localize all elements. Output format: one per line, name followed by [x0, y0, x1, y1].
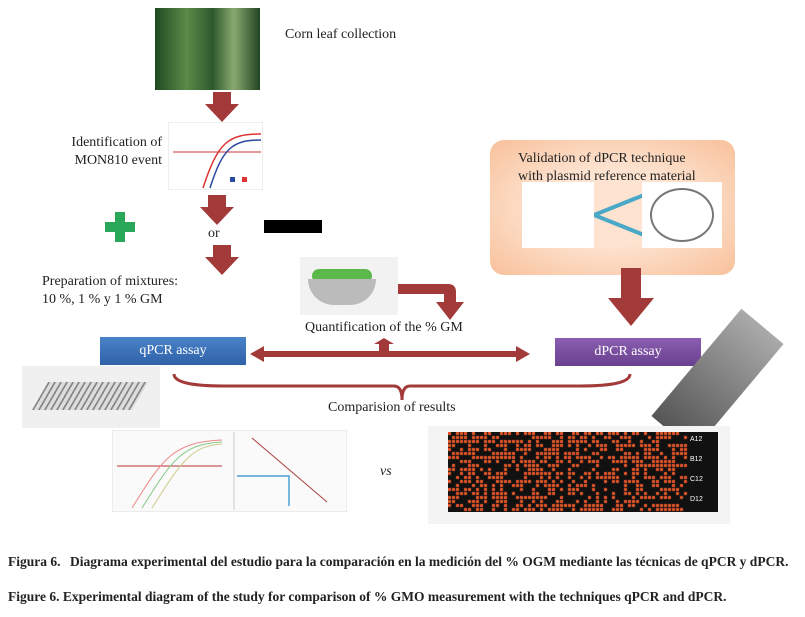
heatmap-label: C12 [690, 476, 703, 483]
caption-es: Figura 6. Diagrama experimental del estud… [8, 553, 798, 570]
identification-label: Identification of MON810 event [71, 135, 162, 168]
corn-leaf-photo [155, 8, 260, 90]
qpcr-amplification-plot [168, 122, 263, 190]
plasmid-image [642, 182, 722, 248]
caption-en-text: Experimental diagram of the study for co… [62, 589, 727, 604]
validation-line1: Validation of dPCR technique [518, 151, 686, 166]
collection-label: Corn leaf collection [285, 27, 397, 42]
arrow-down-icon [608, 268, 654, 326]
validation-line2: with plasmid reference material [518, 169, 696, 184]
heatmap-canvas [448, 432, 718, 512]
mortar-image [300, 257, 398, 315]
caption-es-label: Figura 6. [8, 554, 61, 569]
vs-label: vs [380, 464, 392, 479]
or-label: or [208, 226, 220, 241]
heatmap-label: D12 [690, 496, 703, 503]
arrow-down-icon [200, 195, 234, 225]
double-arrow-icon [250, 338, 530, 362]
qpcr-plate-image [22, 366, 160, 428]
arrow-down-icon [205, 92, 239, 122]
plus-icon [105, 212, 135, 242]
curved-arrow-icon [398, 284, 464, 320]
dpcr-assay-box: dPCR assay [555, 338, 701, 366]
quantification-label: Quantification of the % GM [305, 320, 463, 335]
validation-panel: Validation of dPCR technique with plasmi… [490, 140, 735, 275]
caption-en: Figure 6. Experimental diagram of the st… [8, 588, 726, 605]
comparison-label: Comparision of results [328, 400, 456, 415]
qpcr-results-plot [112, 430, 347, 512]
dpcr-heatmap: A12 B12 C12 D12 [428, 426, 730, 524]
preparation-line1: Preparation of mixtures: [42, 274, 179, 289]
brace-icon [172, 373, 632, 401]
qpcr-assay-box: qPCR assay [100, 337, 246, 365]
heatmap-label: B12 [690, 456, 703, 463]
preparation-line2: 10 %, 1 % y 1 % GM [42, 292, 163, 307]
heatmap-label: A12 [690, 436, 703, 443]
caption-es-text: Diagrama experimental del estudio para l… [70, 554, 789, 569]
caption-en-label: Figure 6. [8, 589, 60, 604]
arrow-down-icon [205, 245, 239, 275]
tube-image [522, 182, 594, 248]
minus-icon [264, 220, 322, 233]
preparation-label: Preparation of mixtures: 10 %, 1 % y 1 %… [42, 273, 178, 309]
connector-lines [594, 193, 644, 237]
